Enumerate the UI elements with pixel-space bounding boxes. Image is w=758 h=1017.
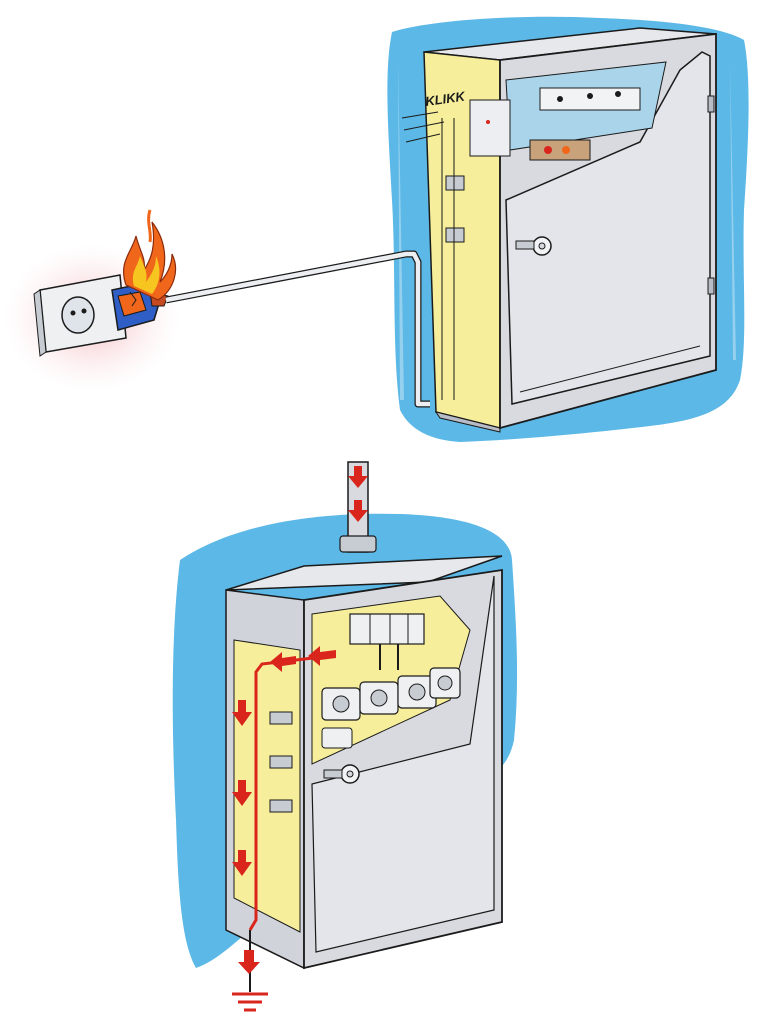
fuse-holders (321, 667, 461, 749)
fuse-cabinet-top (423, 27, 717, 433)
top-panel: KLIKK (4, 16, 749, 443)
key-icon (323, 764, 360, 784)
burning-plug (111, 281, 169, 331)
wall-socket (33, 274, 127, 357)
arrow-down-icon (348, 466, 368, 522)
arrow-down-icon (232, 700, 252, 876)
key-icon (515, 236, 552, 256)
bottom-panel (172, 461, 518, 1012)
ground-symbol-icon (232, 992, 268, 1012)
fuse-cabinet-bottom (225, 555, 503, 970)
arrow-left-icon (270, 646, 336, 672)
arrow-down-icon (238, 950, 260, 974)
flame-icon (123, 209, 177, 301)
breaker-row (469, 61, 667, 161)
click-motion-lines (401, 111, 445, 143)
main-breaker-block (349, 613, 425, 670)
klikk-label: KLIKK (424, 88, 467, 109)
